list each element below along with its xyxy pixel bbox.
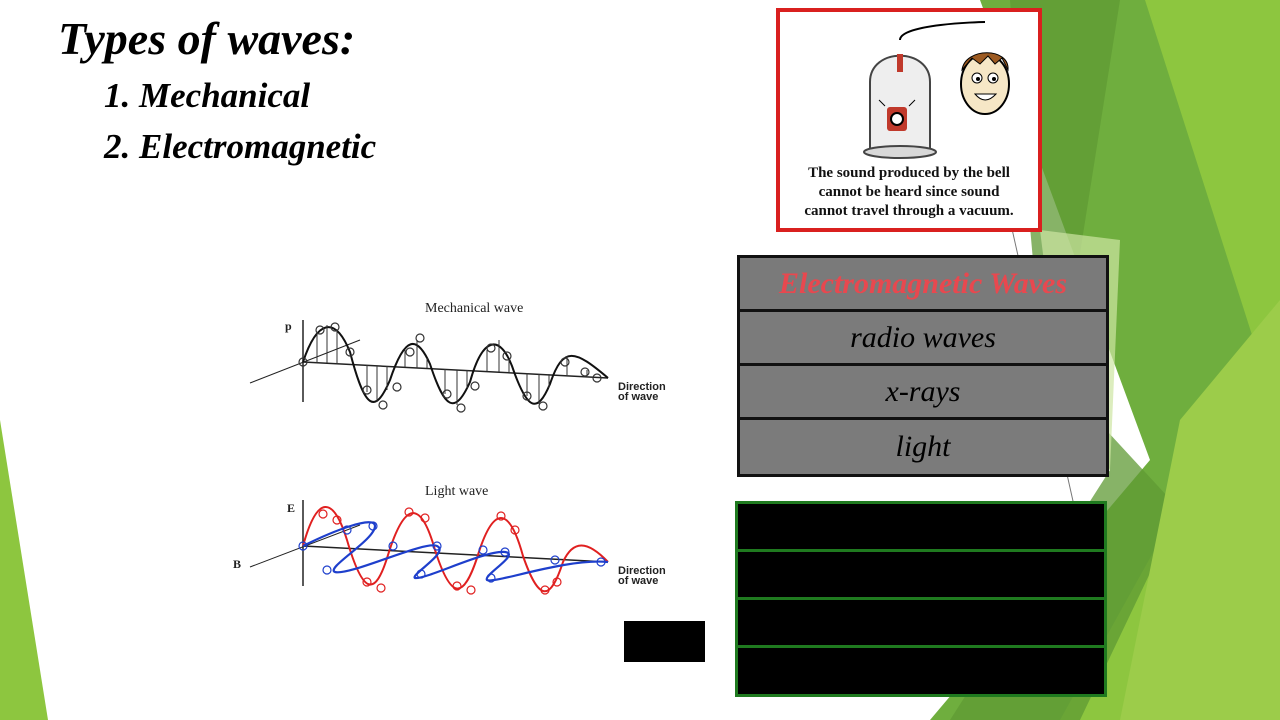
bell-jar-drawing bbox=[863, 21, 1010, 159]
axis-label-p: p bbox=[285, 319, 292, 333]
vacuum-caption: The sound produced by the bell cannot be… bbox=[780, 164, 1038, 221]
mechanical-wave-title: Mechanical wave bbox=[425, 301, 523, 316]
hidden-answer-table bbox=[735, 501, 1107, 697]
light-wave-title: Light wave bbox=[425, 484, 488, 499]
list-item-electromagnetic: 2. Electromagnetic bbox=[104, 127, 377, 166]
table-header: Electromagnetic Waves bbox=[740, 258, 1106, 312]
magnetic-field-curve bbox=[302, 521, 609, 582]
table-row bbox=[738, 552, 1104, 600]
mechanical-wave-displacements bbox=[316, 325, 588, 405]
table-row bbox=[738, 648, 1104, 696]
magnetic-field-particles bbox=[298, 521, 606, 583]
table-row: light bbox=[740, 420, 1106, 474]
axis-label-e: E bbox=[287, 501, 295, 515]
light-direction-label-line1: Direction bbox=[618, 565, 666, 577]
table-row bbox=[738, 600, 1104, 648]
vacuum-bell-illustration: The sound produced by the bell cannot be… bbox=[776, 8, 1042, 232]
electric-field-particles bbox=[318, 507, 562, 595]
table-row: radio waves bbox=[740, 312, 1106, 366]
electric-field-curve bbox=[302, 506, 609, 593]
caption-line: cannot be heard since sound bbox=[818, 184, 1000, 200]
mechanical-wave-curve bbox=[302, 326, 609, 405]
light-direction-label-line2: of wave bbox=[618, 575, 658, 587]
wave-comparison-diagram: Mechanical wave p Direction of wave Ligh… bbox=[233, 301, 666, 595]
list-item-mechanical: 1. Mechanical bbox=[104, 76, 311, 115]
light-direction-axis bbox=[302, 545, 609, 563]
electromagnetic-waves-table: Electromagnetic Waves radio waves x-rays… bbox=[737, 255, 1109, 477]
caption-line: The sound produced by the bell bbox=[808, 165, 1010, 181]
caption-line: cannot travel through a vacuum. bbox=[804, 203, 1014, 219]
table-row: x-rays bbox=[740, 366, 1106, 420]
slide-title: Types of waves: bbox=[58, 13, 356, 64]
mechanical-wave-particles bbox=[298, 322, 602, 413]
axis-label-b: B bbox=[233, 557, 241, 571]
hidden-answer-box bbox=[624, 621, 705, 662]
direction-label-line1: Direction bbox=[618, 381, 666, 393]
table-row bbox=[738, 504, 1104, 552]
direction-label-line2: of wave bbox=[618, 391, 658, 403]
